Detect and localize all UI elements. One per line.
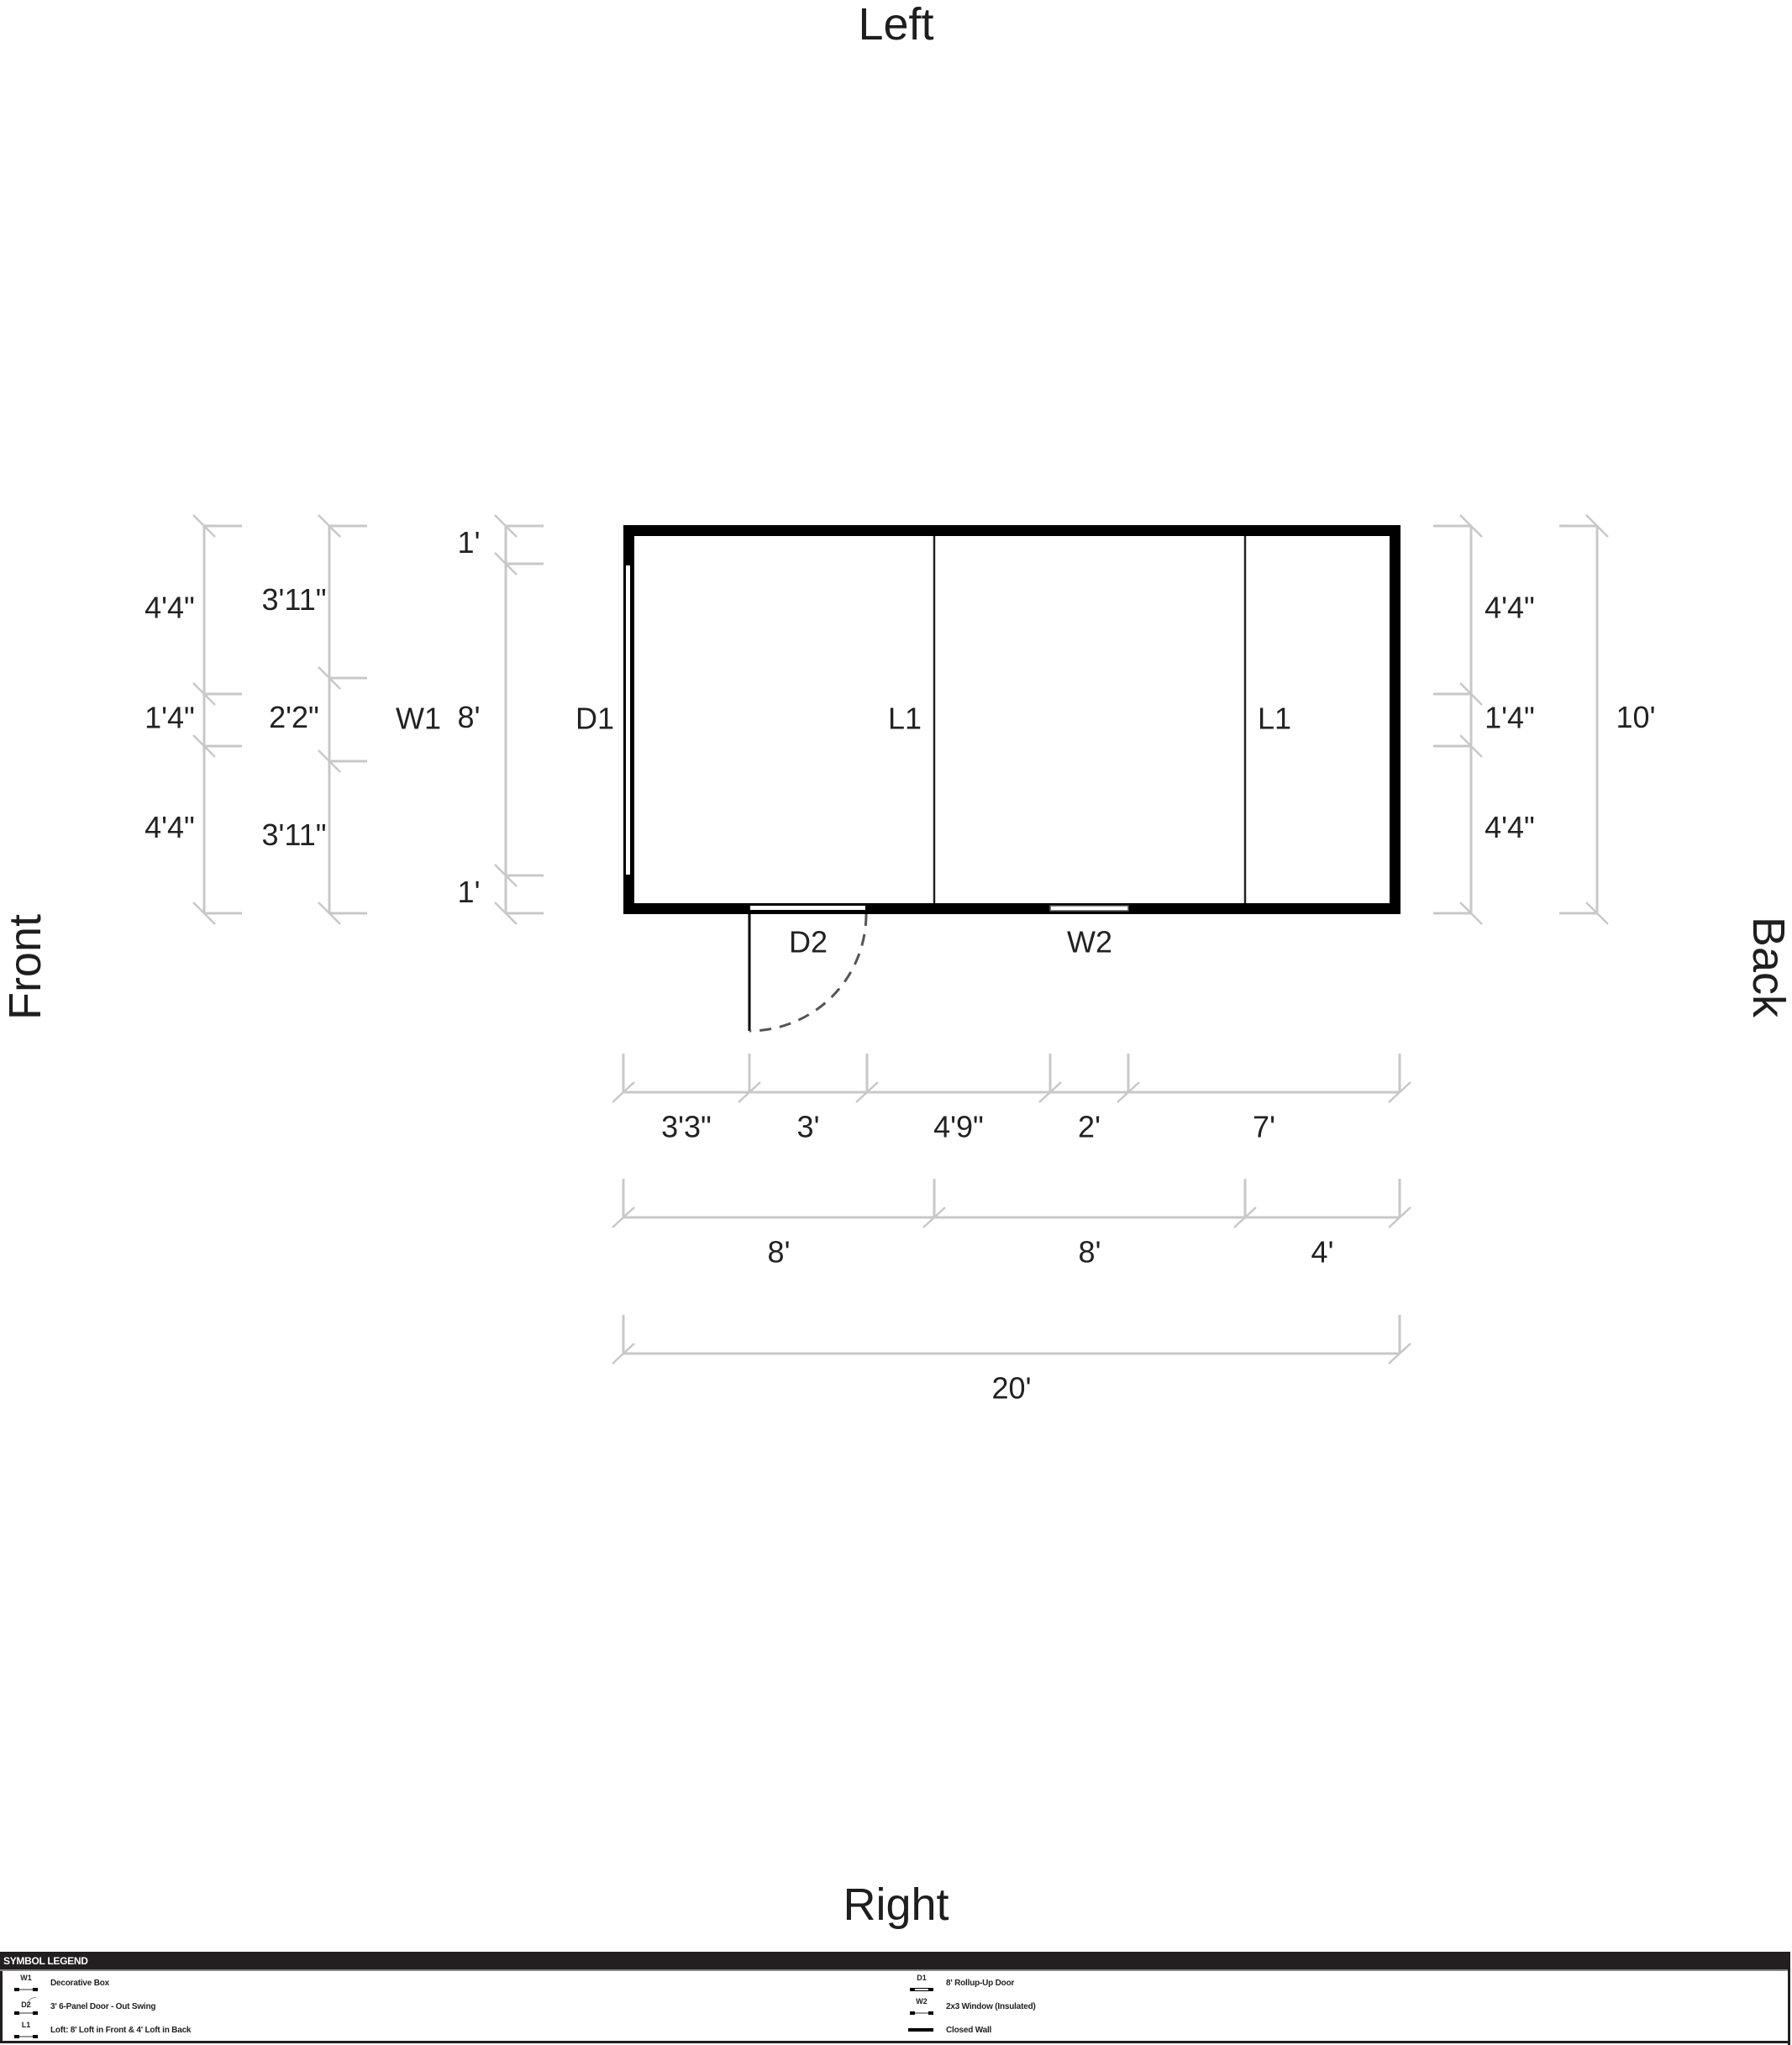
loft-label: L1 <box>1258 702 1291 736</box>
window-opening <box>1049 905 1129 912</box>
tick-mark <box>494 902 518 925</box>
dimension-label: 1' <box>458 525 481 560</box>
dimension-lines <box>192 514 1609 1364</box>
window-symbol-icon: W1 <box>13 1974 39 1992</box>
legend-item-text: 3' 6-Panel Door - Out Swing <box>50 2001 156 2011</box>
floor-plan-drawing: 4'4" 1'4" 4'4" 3'11" 2'2" 3'11" 1' 8' 1' 4'4" 1'4"… <box>145 514 1655 1406</box>
tick-mark <box>1459 514 1483 538</box>
tick-mark <box>738 1081 761 1103</box>
dimension-label: 1'4" <box>1485 701 1535 735</box>
dimension-label: 8' <box>768 1235 791 1270</box>
building-outline <box>623 525 1400 1033</box>
exterior-wall <box>623 525 1400 914</box>
tick-mark <box>318 514 341 538</box>
tick-mark <box>612 1206 635 1228</box>
legend-title: SYMBOL LEGEND <box>0 1952 1788 1971</box>
legend-item-text: Loft: 8' Loft in Front & 4' Loft in Back <box>50 2025 192 2035</box>
dimension-label: 7' <box>1253 1110 1275 1144</box>
tick-mark <box>1038 1081 1062 1103</box>
dimension-label: 4' <box>1311 1235 1334 1270</box>
tick-mark <box>318 666 341 690</box>
tick-mark <box>1388 1081 1411 1103</box>
tick-mark <box>1585 514 1609 538</box>
symbol-legend: SYMBOL LEGEND W1 Decorative Box D2 3' 6-… <box>0 1952 1790 2045</box>
tick-mark <box>1459 734 1483 758</box>
opening-label-w2: W2 <box>1067 925 1112 959</box>
rollup-door-symbol-icon: D1 <box>908 1974 935 1992</box>
dimension-label: 2'2" <box>269 700 319 734</box>
door-swing-arc <box>749 913 868 1033</box>
loft-label: L1 <box>888 702 922 736</box>
opening-label-w1: W1 <box>396 702 441 736</box>
direction-label-front: Front <box>0 913 50 1021</box>
dimension-label: 3'11" <box>261 582 326 617</box>
tick-mark <box>1388 1343 1411 1364</box>
direction-label-left: Left <box>858 0 934 50</box>
tick-mark <box>192 682 216 706</box>
tick-mark <box>494 864 518 887</box>
tick-mark <box>1585 902 1609 925</box>
direction-label-right: Right <box>843 1879 949 1930</box>
tick-mark <box>494 514 518 538</box>
tick-mark <box>494 552 518 576</box>
dimension-label: 3'3" <box>661 1110 712 1144</box>
legend-item-closed-wall: Closed Wall <box>908 2018 991 2042</box>
dimension-label: 4'4" <box>145 591 195 625</box>
legend-item-text: 2x3 Window (Insulated) <box>946 2001 1036 2011</box>
direction-label-back: Back <box>1743 916 1792 1018</box>
tick-mark <box>612 1081 635 1103</box>
legend-item-l1: L1 Loft: 8' Loft in Front & 4' Loft in B… <box>13 2018 191 2042</box>
dimension-label: 1' <box>458 875 481 909</box>
opening-label-d2: D2 <box>789 925 828 959</box>
dimension-label: 4'9" <box>933 1110 984 1144</box>
legend-item-text: Closed Wall <box>946 2025 992 2035</box>
tick-mark <box>1388 1206 1411 1228</box>
swing-door-opening <box>749 904 867 912</box>
dimension-label: 1'4" <box>145 701 195 735</box>
tick-mark <box>612 1343 635 1364</box>
dimension-label: 4'4" <box>1485 591 1535 625</box>
dimension-label: 8' <box>1079 1235 1101 1270</box>
dimension-label: 3'11" <box>261 817 326 852</box>
dimension-label: 4'4" <box>1485 810 1535 844</box>
tick-mark <box>1459 902 1483 925</box>
tick-mark <box>192 514 216 538</box>
tick-mark <box>1117 1081 1140 1103</box>
legend-item-d2: D2 3' 6-Panel Door - Out Swing <box>13 1995 156 2018</box>
tick-mark <box>318 902 341 925</box>
loft-symbol-icon: L1 <box>13 2021 39 2039</box>
tick-mark <box>192 902 216 925</box>
legend-item-text: 8' Rollup-Up Door <box>946 1978 1015 1988</box>
legend-item-w1: W1 Decorative Box <box>13 1971 109 1995</box>
opening-label-d1: D1 <box>575 702 614 736</box>
dimension-label: 2' <box>1078 1110 1101 1144</box>
legend-item-text: Decorative Box <box>50 1978 110 1988</box>
dimension-label: 8' <box>458 700 481 734</box>
dimension-label: 3' <box>797 1110 820 1144</box>
window-symbol-icon: W2 <box>908 1997 935 2016</box>
legend-body: W1 Decorative Box D2 3' 6-Panel Door - O… <box>0 1971 1788 2043</box>
legend-item-d1: D1 8' Rollup-Up Door <box>908 1971 1014 1995</box>
legend-item-w2: W2 2x3 Window (Insulated) <box>908 1995 1036 2018</box>
dimension-label: 20' <box>992 1371 1032 1406</box>
closed-wall-symbol-icon <box>908 2021 935 2039</box>
tick-mark <box>1459 682 1483 706</box>
tick-mark <box>855 1081 879 1103</box>
dimension-label: 10' <box>1616 700 1656 734</box>
tick-mark <box>922 1206 946 1228</box>
dimension-label: 4'4" <box>145 810 195 844</box>
tick-mark <box>1233 1206 1257 1228</box>
plan-labels: 4'4" 1'4" 4'4" 3'11" 2'2" 3'11" 1' 8' 1' 4'4" 1'4"… <box>145 525 1655 1406</box>
swing-door-symbol-icon: D2 <box>13 1997 39 2016</box>
rollup-door-opening <box>624 564 632 876</box>
tick-mark <box>318 749 341 773</box>
tick-mark <box>192 734 216 758</box>
